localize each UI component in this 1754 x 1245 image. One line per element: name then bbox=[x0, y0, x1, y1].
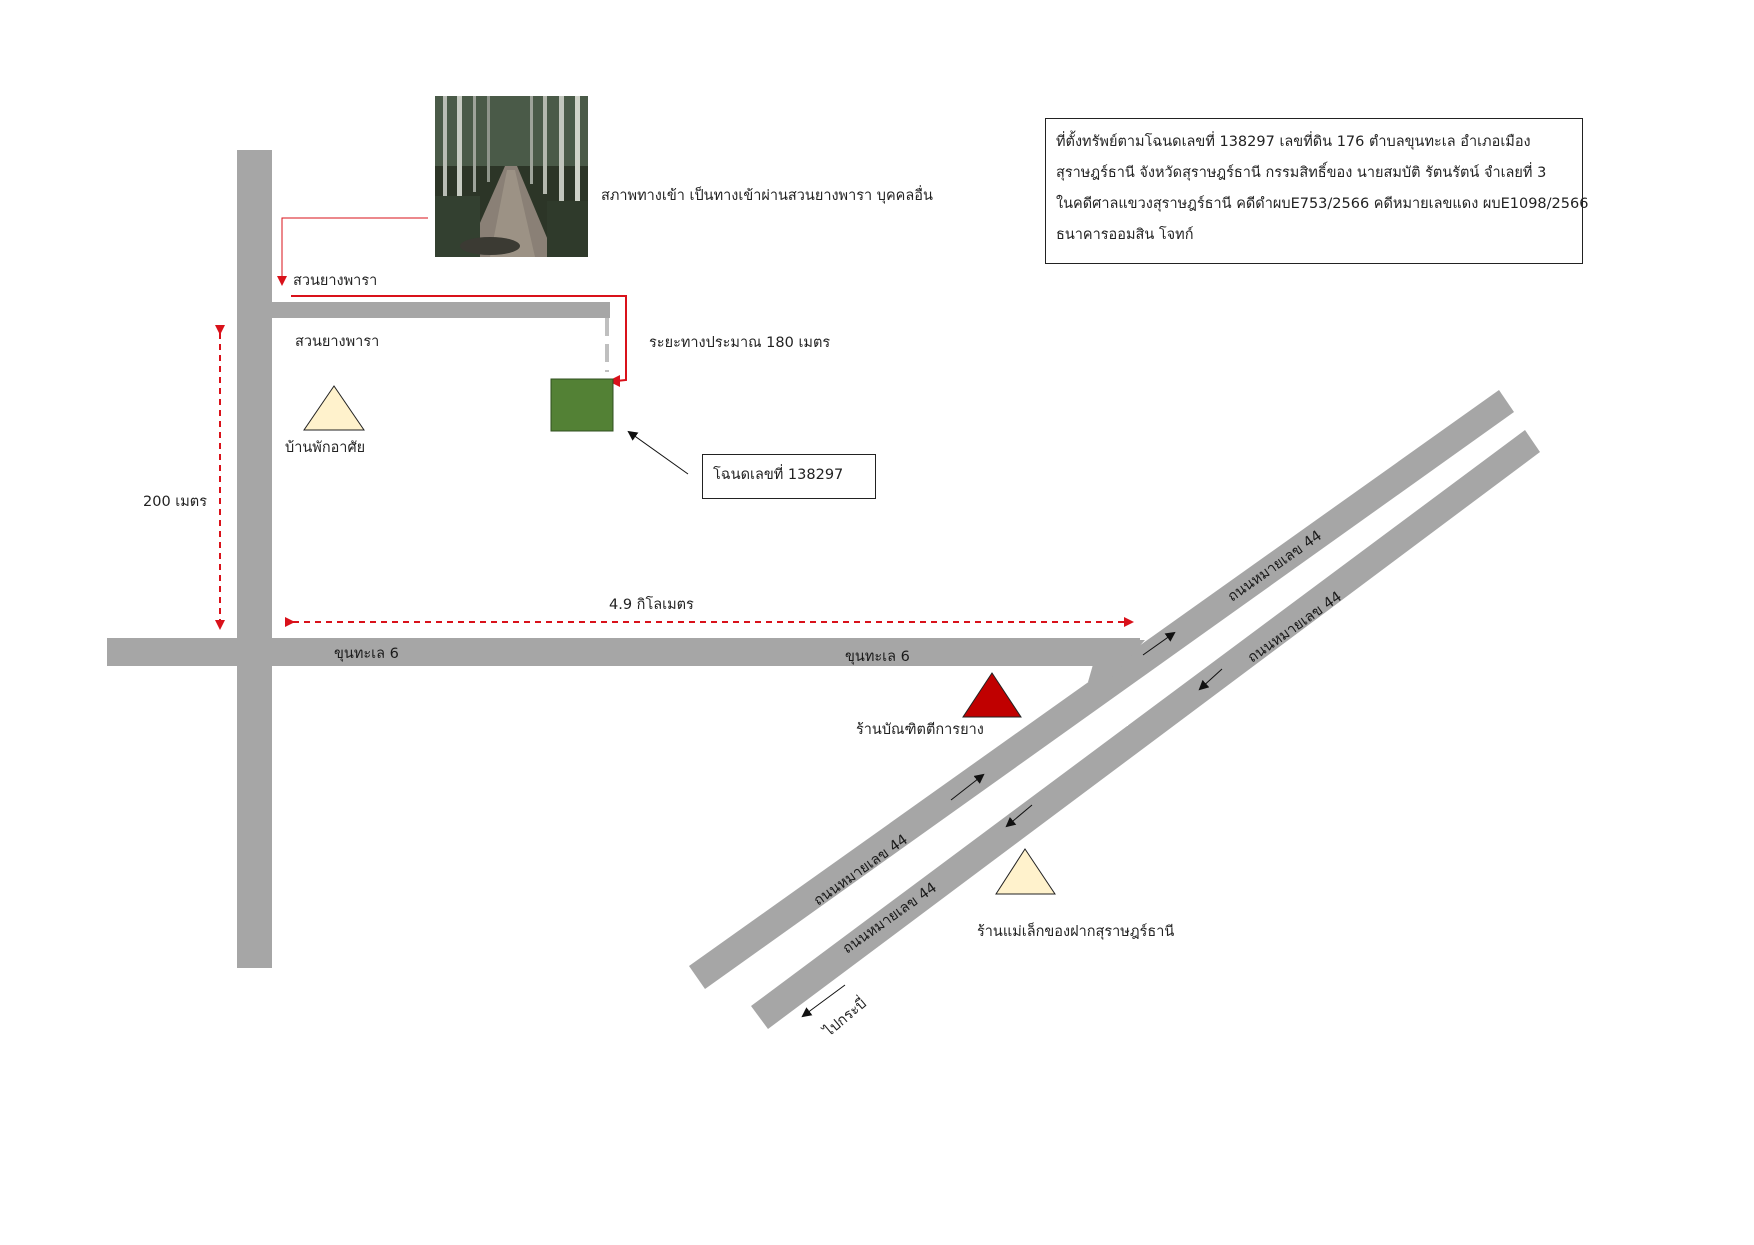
info-line-2: สุราษฎร์ธานี จังหวัดสุราษฎร์ธานี กรรมสิท… bbox=[1056, 165, 1547, 181]
info-line-1: ที่ตั้งทรัพย์ตามโฉนดเลขที่ 138297 เลขที่… bbox=[1056, 134, 1531, 150]
access-route bbox=[291, 295, 627, 382]
khun-thale-left-label: ขุนทะเล 6 bbox=[334, 646, 399, 662]
distance-180-label: ระยะทางประมาณ 180 เมตร bbox=[649, 335, 830, 351]
to-krabi-label: ไปกระบี่ bbox=[819, 993, 870, 1040]
khun-thale-right-label: ขุนทะเล 6 bbox=[845, 649, 910, 665]
land-plot-square bbox=[550, 378, 614, 432]
house-triangle-icon bbox=[303, 385, 365, 431]
photo-leader-arrowhead bbox=[277, 276, 287, 286]
distance-200-label: 200 เมตร bbox=[143, 494, 207, 510]
direction-arrow-2 bbox=[1198, 668, 1223, 691]
rubber-garden-label-top: สวนยางพารา bbox=[293, 273, 377, 289]
shop-souvenir-label: ร้านแม่เล็กของฝากสุราษฎร์ธานี bbox=[977, 921, 1174, 940]
distance-4-9-label: 4.9 กิโลเมตร bbox=[609, 595, 694, 613]
to-krabi-arrow bbox=[801, 984, 846, 1018]
junction-island-gap bbox=[1108, 704, 1128, 726]
house-label: บ้านพักอาศัย bbox=[285, 439, 365, 456]
entrance-photo bbox=[435, 96, 588, 257]
khun-thale-6-road bbox=[107, 638, 1140, 666]
property-info-box: ที่ตั้งทรัพย์ตามโฉนดเลขที่ 138297 เลขที่… bbox=[1045, 118, 1589, 264]
hwy-lower-left-label: ถนนหมายเลข 44 bbox=[840, 880, 940, 957]
souvenir-shop-triangle-icon bbox=[995, 848, 1056, 895]
info-line-4: ธนาคารออมสิน โจทก์ bbox=[1056, 227, 1194, 243]
deed-number-box: โฉนดเลขที่ 138297 bbox=[702, 454, 876, 499]
rubber-garden-label-bottom: สวนยางพารา bbox=[295, 334, 379, 350]
highway-44-lower-band bbox=[751, 430, 1540, 1029]
vertical-road bbox=[237, 150, 272, 968]
direction-arrow-1 bbox=[1142, 631, 1176, 656]
shop-rubber-label: ร้านบัณฑิตตีการยาง bbox=[856, 721, 984, 738]
rubber-shop-triangle-icon bbox=[962, 672, 1022, 718]
access-route-arrowhead bbox=[608, 375, 620, 387]
highway-44-upper-band bbox=[689, 390, 1514, 989]
direction-arrow-4 bbox=[1005, 804, 1033, 828]
info-line-3: ในคดีศาลแขวงสุราษฎร์ธานี คดีดำผบE753/256… bbox=[1056, 196, 1589, 212]
photo-leader-line bbox=[281, 217, 428, 283]
junction-connector bbox=[1088, 640, 1145, 682]
deed-leader-line bbox=[627, 430, 689, 475]
photo-caption: สภาพทางเข้า เป็นทางเข้าผ่านสวนยางพารา บุ… bbox=[601, 185, 933, 204]
branch-road bbox=[272, 302, 610, 318]
direction-arrow-3 bbox=[950, 773, 985, 801]
